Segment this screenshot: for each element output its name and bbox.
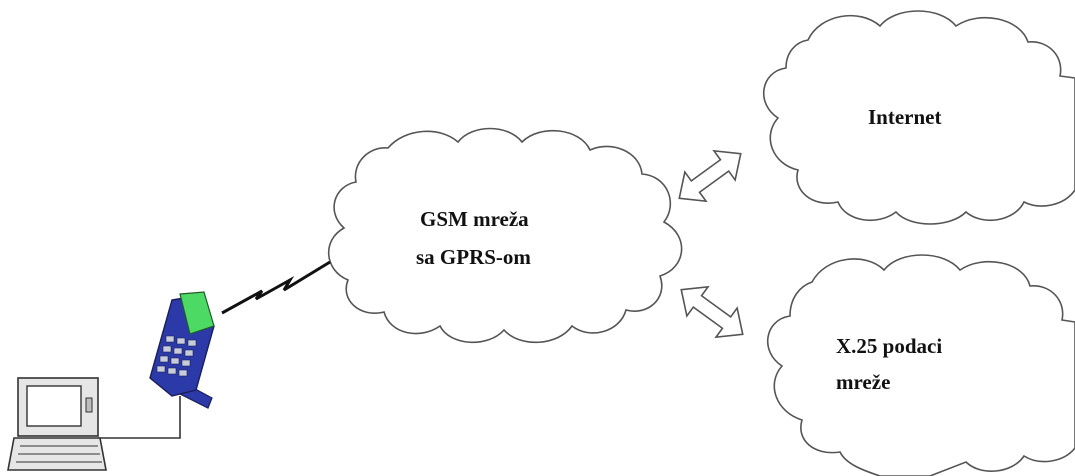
- mobile-phone-icon: [149, 291, 215, 409]
- internet-cloud-shape: [763, 10, 1075, 225]
- x25-cloud-label-line2: mreže: [836, 370, 890, 394]
- arrow-gsm-internet: [678, 149, 742, 203]
- internet-cloud-label: Internet: [868, 105, 941, 129]
- arrow-gsm-x25: [680, 285, 744, 339]
- gsm-cloud-label-line1: GSM mreža: [420, 207, 529, 231]
- double-arrow-icon: [678, 149, 742, 203]
- gsm-cloud-shape: [327, 127, 683, 344]
- x25-cloud-shape: [767, 254, 1075, 476]
- wireless-link-icon: [221, 260, 331, 315]
- internet-cloud: Internet: [763, 10, 1075, 225]
- data-cable: [98, 396, 181, 439]
- double-arrow-icon: [680, 285, 744, 339]
- gsm-cloud-label-line2: sa GPRS-om: [416, 245, 531, 269]
- gsm-network-cloud: GSM mreža sa GPRS-om: [327, 127, 683, 344]
- x25-network-cloud: X.25 podaci mreže: [767, 254, 1075, 476]
- laptop-icon: [7, 377, 107, 471]
- x25-cloud-label-line1: X.25 podaci: [836, 334, 942, 358]
